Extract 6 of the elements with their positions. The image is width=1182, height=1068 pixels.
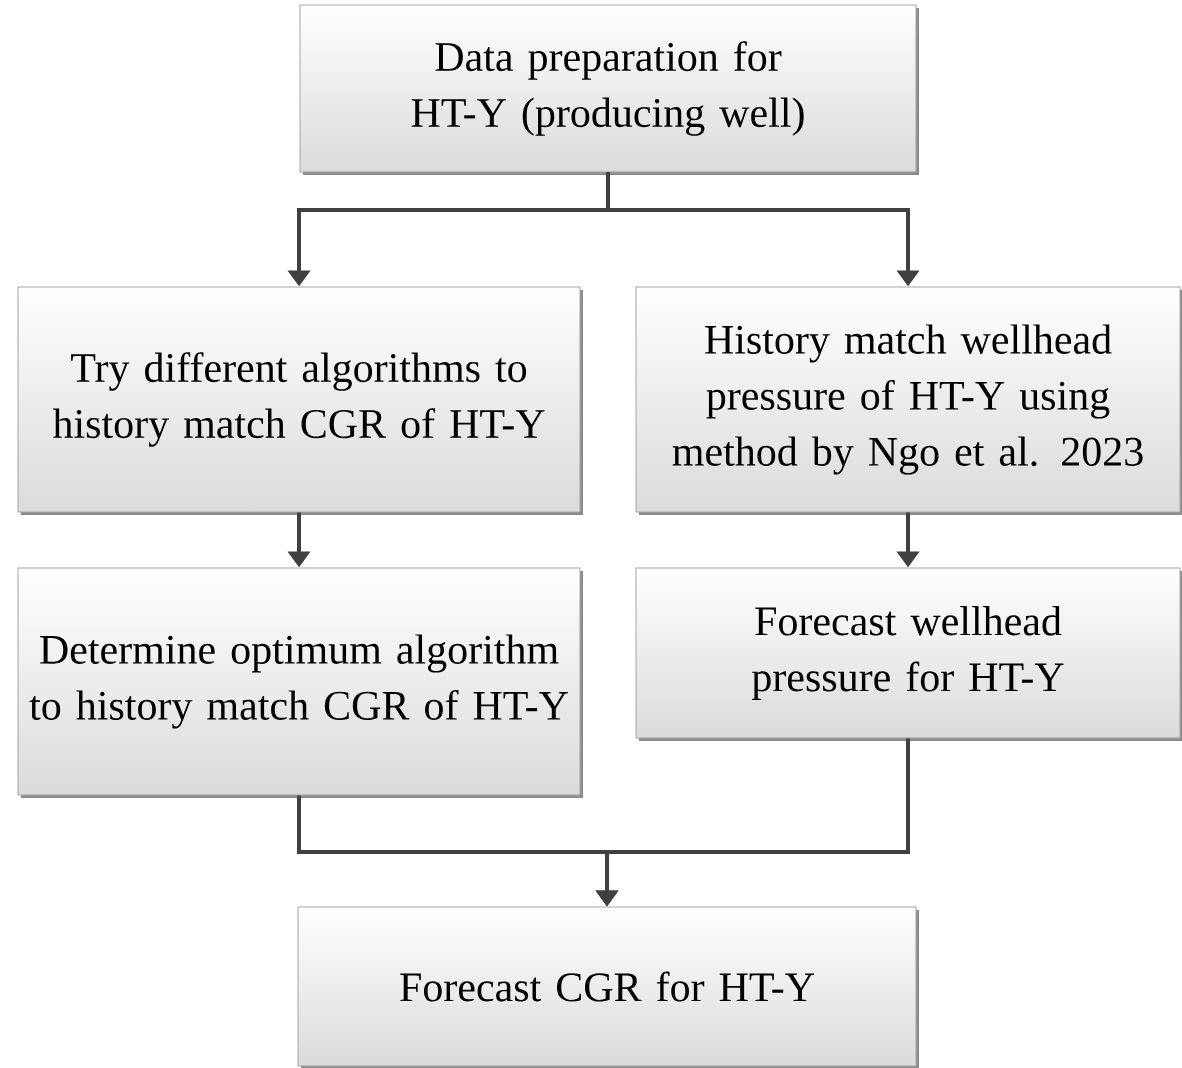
process-box: Determine optimum algorithm to history match CGR of HT-Y [17,567,583,798]
process-box: Forecast wellhead pressure for HT-Y [635,567,1182,741]
process-box: Try different algorithms to history match CGR of HT-Y [17,286,583,515]
process-box: Data preparation for HT-Y (producing well) [299,4,919,175]
process-box: Forecast CGR for HT-Y [297,906,919,1068]
process-box: History match wellhead pressure of HT-Y using method by Ngo et al. 2023 [635,286,1182,515]
